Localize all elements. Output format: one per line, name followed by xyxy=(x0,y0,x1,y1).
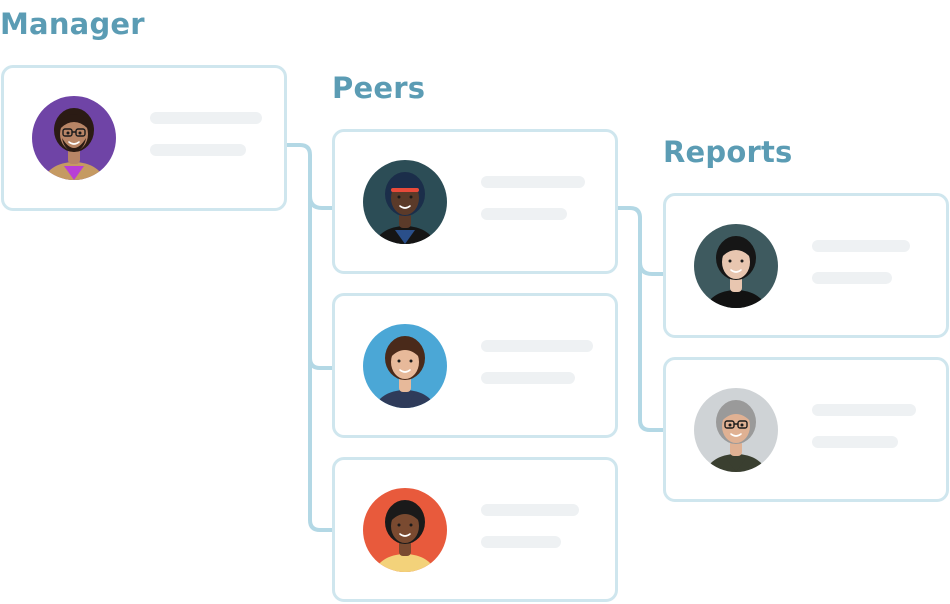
placeholder-line xyxy=(481,340,593,352)
avatar xyxy=(363,488,447,572)
portrait-image xyxy=(363,324,447,408)
portrait-cap xyxy=(389,180,421,190)
placeholder-line xyxy=(481,504,579,516)
portrait-image xyxy=(694,388,778,472)
portrait-neck xyxy=(399,376,411,392)
portrait-collar xyxy=(64,166,84,180)
portrait-collar xyxy=(726,458,746,472)
portrait-fringe xyxy=(721,406,751,422)
portrait-neck xyxy=(399,212,411,228)
portrait-beard xyxy=(62,138,86,152)
portrait-eye xyxy=(728,423,732,427)
portrait-fringe xyxy=(59,114,89,130)
portrait-collar xyxy=(395,394,415,408)
portrait-eye xyxy=(409,523,413,527)
report-card[interactable] xyxy=(663,357,949,502)
portrait-neck xyxy=(730,276,742,292)
portrait-fringe xyxy=(721,242,751,258)
portrait-smile xyxy=(730,433,742,437)
portrait-neck xyxy=(399,540,411,556)
peer-card[interactable] xyxy=(332,129,618,274)
portrait-face xyxy=(391,345,419,379)
portrait-collar xyxy=(726,294,746,308)
portrait-eye xyxy=(740,259,744,263)
avatar xyxy=(32,96,116,180)
portrait-face xyxy=(722,409,750,443)
manager-heading: Manager xyxy=(0,7,145,41)
portrait-eye xyxy=(78,131,82,135)
peer-card[interactable] xyxy=(332,457,618,602)
portrait-collar xyxy=(395,558,415,572)
portrait-face xyxy=(391,509,419,543)
connector-manager-peers xyxy=(284,143,334,532)
portrait-neck xyxy=(730,440,742,456)
placeholder-line xyxy=(812,436,898,448)
avatar xyxy=(694,224,778,308)
placeholder-line xyxy=(481,372,575,384)
avatar xyxy=(363,324,447,408)
portrait-eye xyxy=(66,131,70,135)
connector-branch-peer-1 xyxy=(308,194,334,210)
portrait-image xyxy=(32,96,116,180)
placeholder-line xyxy=(481,176,585,188)
portrait-smile xyxy=(399,205,411,209)
placeholder-line xyxy=(150,112,262,124)
portrait-smile xyxy=(68,141,80,145)
portrait-eye xyxy=(397,359,401,363)
portrait-neck xyxy=(68,148,80,164)
portrait-image xyxy=(363,488,447,572)
placeholder-line xyxy=(812,272,892,284)
peer-card[interactable] xyxy=(332,293,618,438)
portrait-collar xyxy=(395,230,415,244)
portrait-eye xyxy=(409,195,413,199)
portrait-eye xyxy=(397,195,401,199)
portrait-cap-band xyxy=(391,188,419,192)
portrait-eye xyxy=(728,259,732,263)
report-card[interactable] xyxy=(663,193,949,338)
placeholder-line xyxy=(481,208,567,220)
portrait-eye xyxy=(409,359,413,363)
avatar xyxy=(363,160,447,244)
portrait-image xyxy=(694,224,778,308)
portrait-eye xyxy=(740,423,744,427)
portrait-eye xyxy=(397,523,401,527)
reports-heading: Reports xyxy=(663,135,793,169)
portrait-image xyxy=(363,160,447,244)
connector-branch-report-1 xyxy=(638,260,665,276)
connector-branch-peer-2 xyxy=(308,356,334,370)
placeholder-line xyxy=(812,404,916,416)
portrait-smile xyxy=(399,533,411,537)
portrait-smile xyxy=(399,369,411,373)
placeholder-line xyxy=(150,144,246,156)
portrait-fringe xyxy=(390,342,420,358)
peers-heading: Peers xyxy=(332,71,426,105)
portrait-face xyxy=(60,117,88,151)
placeholder-line xyxy=(812,240,910,252)
connector-peer-reports xyxy=(615,206,665,432)
placeholder-line xyxy=(481,536,561,548)
portrait-face xyxy=(722,245,750,279)
portrait-fringe xyxy=(390,506,420,522)
manager-card[interactable] xyxy=(1,65,287,211)
portrait-smile xyxy=(730,269,742,273)
avatar xyxy=(694,388,778,472)
